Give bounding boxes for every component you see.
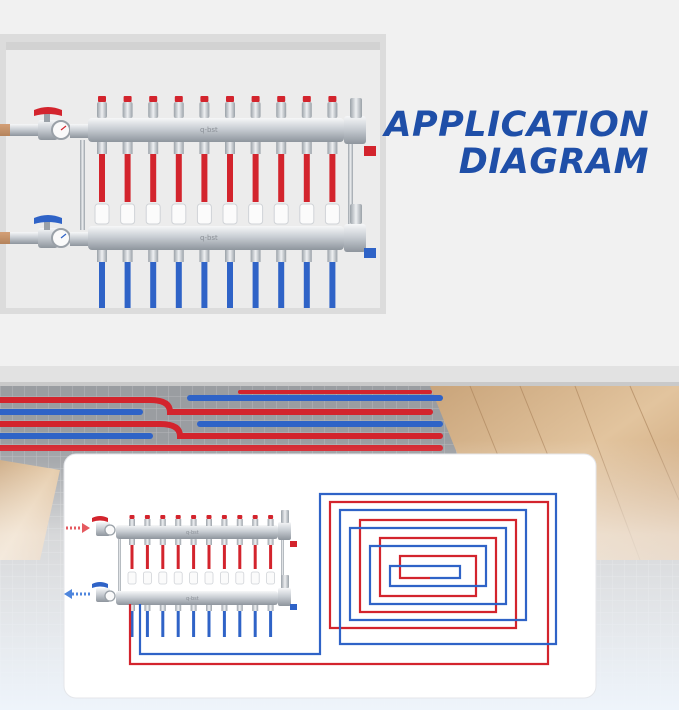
brand-label-supply: q-bst [186,530,199,536]
brand-label-return: q-bst [186,596,199,602]
schematic-outlet-7 [219,515,229,637]
manifold-schematic: q-bst q-bst [92,510,297,637]
return-inlet-pipe [0,232,46,244]
return-manifold-bar [116,591,278,605]
loop-outlet-8 [273,96,289,308]
loop-outlet-6 [222,96,238,308]
heating-loop-spiral [128,492,558,666]
title-line-1: APPLICATION [384,105,649,145]
supply-manifold-bar [88,118,344,142]
schematic-outlet-8 [235,515,245,637]
loop-outlet-4 [171,96,187,308]
baseboard [0,366,679,384]
schematic-outlet-4 [173,515,183,637]
gauge-icon [104,590,116,602]
gauge-icon [51,228,71,248]
schematic-outlet-6 [204,515,214,637]
schematic-outlet-5 [189,515,199,637]
gauge-icon [104,524,116,536]
valve-handle-icon [34,107,62,116]
schematic-outlet-9 [250,515,260,637]
valve-handle-icon [34,215,62,224]
loop-outlet-3 [145,96,161,308]
loop-outlet-9 [299,96,315,308]
gauge-icon [51,120,71,140]
loop-outlet-5 [196,96,212,308]
loop-outlet-10 [324,96,340,308]
loop-outlet-2 [120,96,136,308]
loop-outlet-7 [248,96,264,308]
return-manifold-bar [88,226,344,250]
brand-label-return: q-bst [200,234,218,242]
manifold-photo: q-bst q-bst [0,96,376,308]
air-vent-supply [344,98,376,156]
valve-handle-icon [92,516,108,522]
schematic-outlet-2 [142,515,152,637]
schematic-outlet-3 [158,515,168,637]
supply-manifold-bar [116,525,278,539]
air-vent-return [344,204,376,258]
cabinet-recess [6,42,380,308]
title-line-2: DIAGRAM [458,142,649,182]
supply-arrow-icon [66,523,90,533]
return-arrow-icon [64,589,90,599]
loop-outlet-1 [94,96,110,308]
supply-loop-path [128,500,550,666]
brand-label-supply: q-bst [200,126,218,134]
supply-inlet-pipe [0,124,46,136]
schematic-outlet-10 [266,515,276,637]
valve-handle-icon [92,582,108,588]
return-loop-path [138,492,558,656]
schematic-outlet-1 [127,515,137,637]
